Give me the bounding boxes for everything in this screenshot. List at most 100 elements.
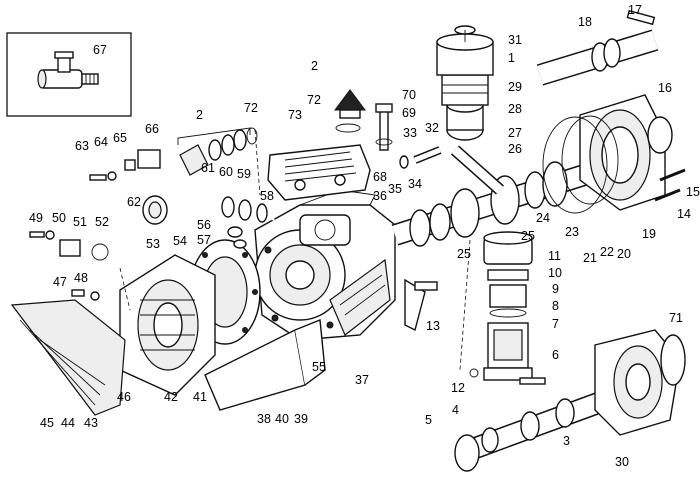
callout-28: 28 (508, 102, 522, 116)
callout-33: 33 (403, 126, 417, 140)
callout-35: 35 (388, 182, 402, 196)
callout-66: 66 (145, 122, 159, 136)
callout-31-label: 31 (508, 33, 522, 47)
callout-23: 23 (565, 225, 579, 239)
callout-24: 24 (536, 211, 550, 225)
small-parts-left (29, 226, 247, 301)
callout-37: 37 (355, 373, 369, 387)
callout-65: 65 (113, 131, 127, 145)
pipe-61 (142, 184, 276, 225)
bracket-38 (204, 319, 326, 411)
pump-body-37 (254, 189, 396, 341)
callout-27: 27 (508, 126, 522, 140)
callout-11: 11 (548, 249, 561, 263)
callout-25b: 25 (457, 247, 471, 261)
callout-42: 42 (164, 390, 178, 404)
bolts-14-15 (654, 168, 686, 202)
callout-10: 10 (548, 266, 562, 280)
inset-box (6, 32, 132, 117)
callout-57: 57 (197, 233, 211, 247)
callout-15: 15 (686, 185, 700, 199)
valve-2 (334, 89, 366, 133)
callout-12: 12 (451, 381, 465, 395)
callout-71: 71 (669, 311, 683, 325)
callout-2b: 2 (196, 108, 203, 122)
callout-72: 72 (244, 101, 258, 115)
callout-18: 18 (578, 15, 592, 29)
callout-61: 61 (201, 161, 215, 175)
callout-69: 69 (402, 106, 416, 120)
callout-73: 73 (288, 108, 302, 122)
head-73 (267, 144, 371, 201)
callout-36: 36 (373, 189, 387, 203)
callout-4: 4 (452, 403, 459, 417)
callout-2: 2 (311, 59, 318, 73)
callout-68: 68 (373, 170, 387, 184)
callout-9: 9 (552, 282, 559, 296)
callout-34: 34 (408, 177, 422, 191)
callout-53: 53 (146, 237, 160, 251)
callout-3: 3 (563, 434, 570, 448)
callout-62: 62 (127, 195, 141, 209)
callout-58: 58 (260, 189, 274, 203)
callout-5: 5 (425, 413, 432, 427)
callout-39: 39 (294, 412, 308, 426)
callout-47: 47 (53, 275, 67, 289)
callout-60: 60 (219, 165, 233, 179)
shaft-18 (536, 9, 659, 86)
callout-63: 63 (75, 139, 89, 153)
callout-29: 29 (508, 80, 522, 94)
callout-17: 17 (628, 3, 642, 17)
callout-25: 25 (521, 229, 535, 243)
callout-32: 32 (425, 121, 439, 135)
callout-64: 64 (94, 135, 108, 149)
cover-43 (10, 299, 126, 416)
callout-20: 20 (617, 247, 631, 261)
callout-19: 19 (642, 227, 656, 241)
callout-40: 40 (275, 412, 289, 426)
callout-30: 30 (615, 455, 629, 469)
callout-16: 16 (658, 81, 672, 95)
callout-38: 38 (257, 412, 271, 426)
callout-44: 44 (61, 416, 75, 430)
lever-13 (404, 278, 438, 332)
housing-41 (119, 254, 216, 396)
callout-6: 6 (552, 348, 559, 362)
part-67-fitting (37, 51, 99, 89)
callout-7: 7 (552, 317, 559, 331)
callout-49: 49 (29, 211, 43, 225)
callout-22: 22 (600, 245, 614, 259)
callout-52: 52 (95, 215, 109, 229)
callout-46: 46 (117, 390, 131, 404)
callout-70: 70 (402, 88, 416, 102)
callout-43: 43 (84, 416, 98, 430)
conrod-26 (436, 25, 504, 195)
bolt-70 (375, 103, 393, 151)
crankshaft-24 (391, 159, 604, 247)
callout-8: 8 (552, 299, 559, 313)
callout-13: 13 (426, 319, 440, 333)
callout-67: 67 (93, 43, 107, 57)
callout-14: 14 (677, 207, 691, 221)
callout-labels: 1 2 2 3 4 5 6 7 8 9 10 11 12 13 14 15 16… (29, 3, 700, 469)
callout-56: 56 (197, 218, 211, 232)
callout-51: 51 (73, 215, 87, 229)
callout-45: 45 (40, 416, 54, 430)
callout-72b: 72 (307, 93, 321, 107)
callout-26: 26 (508, 142, 522, 156)
callout-59: 59 (237, 167, 251, 181)
callout-21: 21 (583, 251, 597, 265)
valve-assembly-left (89, 127, 258, 181)
callout-54: 54 (173, 234, 187, 248)
pin-32 (399, 146, 442, 169)
rear-cover-19 (542, 94, 673, 214)
callout-1: 1 (508, 51, 515, 65)
callout-55: 55 (312, 360, 326, 374)
leader-lines (119, 127, 471, 371)
output-shaft-3 (454, 329, 686, 472)
callout-48: 48 (74, 271, 88, 285)
callout-41: 41 (193, 390, 207, 404)
sight-glass-assembly (469, 231, 546, 385)
